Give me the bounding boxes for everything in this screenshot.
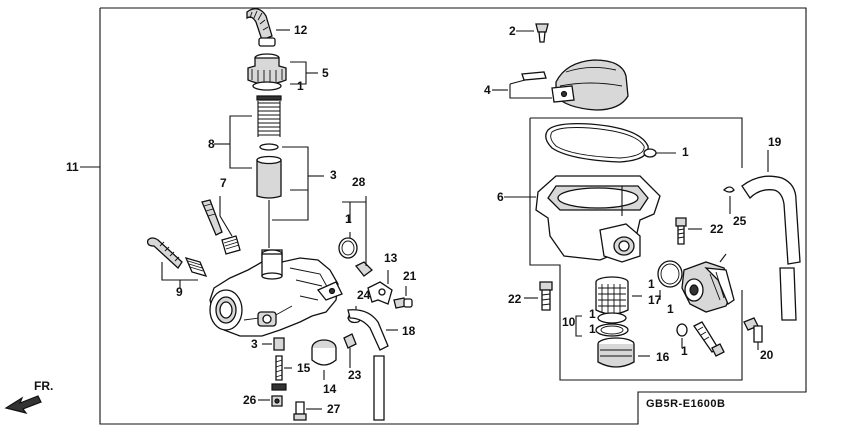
part-number-p1a: 1 <box>297 79 304 93</box>
gasket-stack-10 <box>575 312 629 337</box>
main-jet-27 <box>293 401 322 421</box>
part-number-p28: 28 <box>352 175 366 189</box>
small-o-ring-1h <box>676 323 688 348</box>
part-number-p27: 27 <box>327 402 341 416</box>
part-number-p11: 11 <box>66 160 79 174</box>
assembly-boundary <box>80 7 807 425</box>
part-number-p1g: 1 <box>589 322 596 336</box>
part-number-p1d: 1 <box>648 277 655 291</box>
part-number-p5: 5 <box>322 66 329 80</box>
throttle-valve-spring <box>214 95 282 169</box>
part-number-p16: 16 <box>656 350 670 364</box>
part-number-p21: 21 <box>403 269 417 283</box>
part-number-p8: 8 <box>208 137 215 151</box>
part-number-p10: 10 <box>562 315 576 329</box>
part-number-p1b: 1 <box>345 212 352 226</box>
part-number-p12: 12 <box>294 23 308 37</box>
part-number-p2: 2 <box>509 24 516 38</box>
part-number-p17: 17 <box>648 293 662 307</box>
part-number-p3b: 3 <box>251 337 258 351</box>
part-number-p1f: 1 <box>589 307 596 321</box>
part-number-p19: 19 <box>768 135 782 149</box>
gasket-ring <box>545 122 676 163</box>
screw-22a <box>675 217 702 245</box>
top-cap <box>247 53 318 91</box>
part-number-p3a: 3 <box>330 168 337 182</box>
part-number-p13: 13 <box>384 251 398 265</box>
direction-label: FR. <box>34 379 53 393</box>
air-screw <box>201 196 241 255</box>
screw-23 <box>343 333 357 368</box>
part-number-p15: 15 <box>297 361 311 375</box>
part-number-p1c: 1 <box>682 145 689 159</box>
filter-screen-17 <box>595 276 642 315</box>
part-number-p26: 26 <box>243 393 257 407</box>
drawing-code: GB5R-E1600B <box>646 398 725 410</box>
vent-tube-18 <box>347 309 398 421</box>
float-chamber-cover <box>492 59 629 111</box>
drain-cap-14 <box>311 339 337 380</box>
throttle-stop-screw <box>146 237 208 288</box>
part-number-p23: 23 <box>348 368 362 382</box>
o-ring-1d <box>657 260 683 300</box>
part-number-p7: 7 <box>220 176 227 190</box>
part-number-p20: 20 <box>760 348 774 362</box>
part-number-p22b: 22 <box>508 292 522 306</box>
part-number-p6: 6 <box>497 190 504 204</box>
vent-tube-19 <box>722 150 801 321</box>
carburetor-body <box>209 249 343 337</box>
screw-22b <box>524 281 553 311</box>
part-number-p1e: 1 <box>667 302 674 316</box>
part-number-p4: 4 <box>484 83 491 97</box>
screw-2 <box>516 23 549 43</box>
part-number-p24: 24 <box>357 288 371 302</box>
right-subassembly-boundary <box>529 117 743 381</box>
screw-20 <box>743 317 763 350</box>
front-direction-arrow <box>4 395 42 414</box>
part-number-p18: 18 <box>402 324 416 338</box>
float-chamber-body <box>504 175 661 263</box>
drain-cup-16 <box>597 337 650 368</box>
drain-screw-26 <box>258 395 283 407</box>
throttle-valve <box>256 143 324 248</box>
pilot-screw <box>693 321 725 357</box>
part-number-p9: 9 <box>176 285 183 299</box>
fuel-valve <box>681 253 735 313</box>
part-number-p14: 14 <box>323 382 337 396</box>
screw-21 <box>393 286 413 309</box>
part-number-p25: 25 <box>733 214 747 228</box>
part-number-p22a: 22 <box>710 222 724 236</box>
jet-stack <box>262 337 292 391</box>
part-number-p1h: 1 <box>681 344 688 358</box>
choke-cable-elbow <box>246 8 290 47</box>
choke-lever-group <box>338 196 393 305</box>
